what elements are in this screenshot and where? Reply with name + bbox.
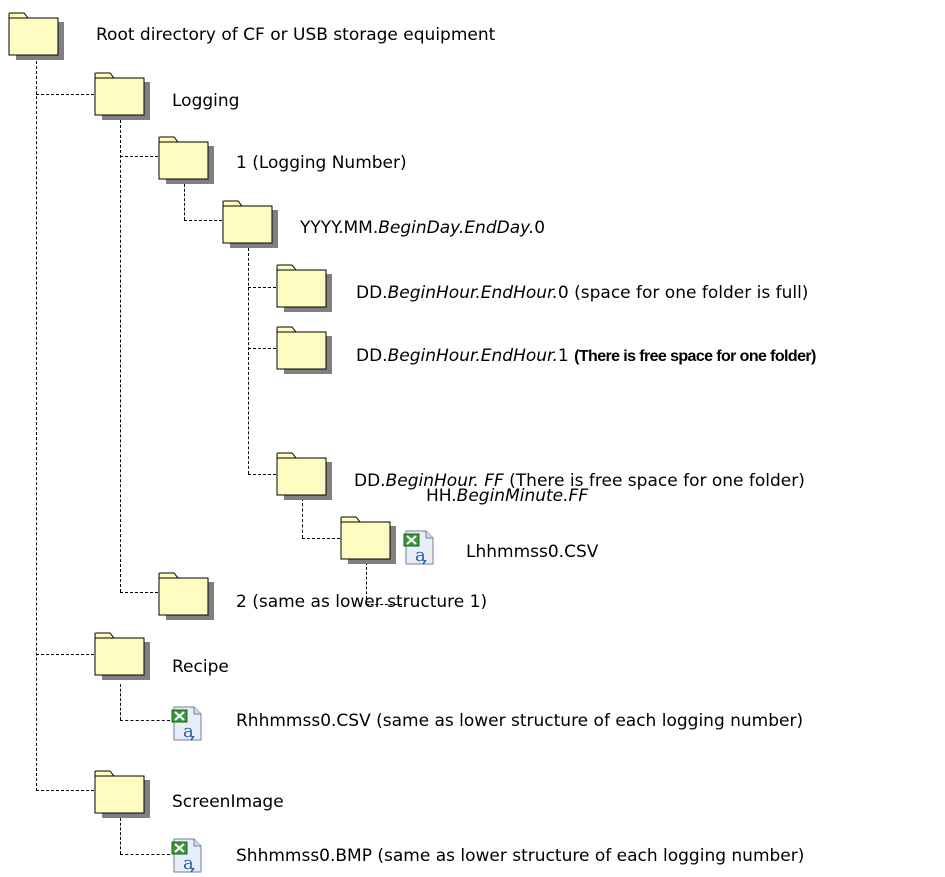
folder-icon[interactable] <box>276 326 332 374</box>
connector-line <box>248 348 276 349</box>
connector-line <box>184 220 222 221</box>
connector-line <box>120 720 170 721</box>
folder-icon[interactable] <box>158 136 214 184</box>
connector-line <box>36 94 94 95</box>
day-full-suffix: 0 (space for one folder is full) <box>557 283 809 303</box>
spreadsheet-file-icon[interactable]: a <box>170 704 204 742</box>
logging-number-label: 1 (Logging Number) <box>236 153 407 173</box>
connector-line <box>36 654 94 655</box>
spreadsheet-file-icon[interactable]: a <box>402 528 436 566</box>
screenimage-folder-label: ScreenImage <box>172 792 284 812</box>
root-folder-label: Root directory of CF or USB storage equi… <box>96 25 496 45</box>
folder-icon[interactable] <box>94 770 150 818</box>
day-folder-ff-label: DD.BeginHour. FF (There is free space fo… <box>354 470 805 492</box>
connector-line <box>366 604 402 605</box>
folder-icon[interactable] <box>94 72 150 120</box>
day-ff-suffix: (There is free space for one folder) <box>503 471 805 491</box>
day-free-prefix: DD. <box>356 346 388 366</box>
logging-folder-label: Logging <box>172 91 240 111</box>
connector-line <box>184 184 185 220</box>
day-folder-free-label: DD.BeginHour.EndHour.1 (There is free sp… <box>356 345 816 368</box>
svg-text:a: a <box>183 721 194 742</box>
connector-line <box>120 120 121 592</box>
connector-line <box>120 854 170 855</box>
month-italic: BeginDay.EndDay. <box>378 218 535 238</box>
connector-line <box>248 287 276 288</box>
folder-icon[interactable] <box>222 200 278 248</box>
folder-icon[interactable] <box>8 12 64 60</box>
logging-number-2-label: 2 (same as lower structure 1) <box>236 592 488 612</box>
spreadsheet-file-icon[interactable]: a <box>170 836 204 874</box>
day-folder-full-label: DD.BeginHour.EndHour.0 (space for one fo… <box>356 282 808 304</box>
connector-line <box>120 156 158 157</box>
day-free-suffix: 1 <box>557 346 569 366</box>
connector-line <box>36 56 37 791</box>
connector-line <box>248 474 276 475</box>
connector-line <box>302 538 340 539</box>
hour-italic: BeginMinute.FF <box>456 486 589 506</box>
day-ff-italic: BeginHour. FF <box>385 471 504 491</box>
month-folder-label: YYYY.MM.BeginDay.EndDay.0 <box>300 217 545 239</box>
connector-line <box>120 592 158 593</box>
recipe-file-label: Rhhmmss0.CSV (same as lower structure of… <box>236 711 804 731</box>
connector-line <box>36 790 94 791</box>
free-space-note: (There is free space for one folder) <box>574 348 816 365</box>
connector-line <box>366 562 367 604</box>
hour-folder-label: HH.BeginMinute.FF <box>426 485 588 507</box>
day-full-italic: BeginHour.EndHour. <box>387 283 558 303</box>
svg-text:a: a <box>415 545 426 566</box>
day-free-italic: BeginHour.EndHour. <box>387 346 558 366</box>
folder-icon[interactable] <box>94 632 150 680</box>
month-prefix: YYYY.MM. <box>300 218 379 238</box>
day-ff-prefix: DD. <box>354 471 386 491</box>
connector-line <box>120 684 121 720</box>
folder-icon[interactable] <box>340 516 396 564</box>
folder-icon[interactable] <box>158 572 214 620</box>
folder-icon[interactable] <box>276 264 332 312</box>
connector-line <box>248 248 249 474</box>
connector-line <box>302 498 303 538</box>
folder-icon[interactable] <box>276 452 332 500</box>
day-full-prefix: DD. <box>356 283 388 303</box>
connector-line <box>120 818 121 854</box>
month-suffix: 0 <box>534 218 546 238</box>
logging-file-label: Lhhmmss0.CSV <box>466 542 599 562</box>
screenimage-file-label: Shhmmss0.BMP (same as lower structure of… <box>236 846 805 866</box>
recipe-folder-label: Recipe <box>172 657 229 677</box>
hour-prefix: HH. <box>426 486 457 506</box>
svg-text:a: a <box>183 853 194 874</box>
